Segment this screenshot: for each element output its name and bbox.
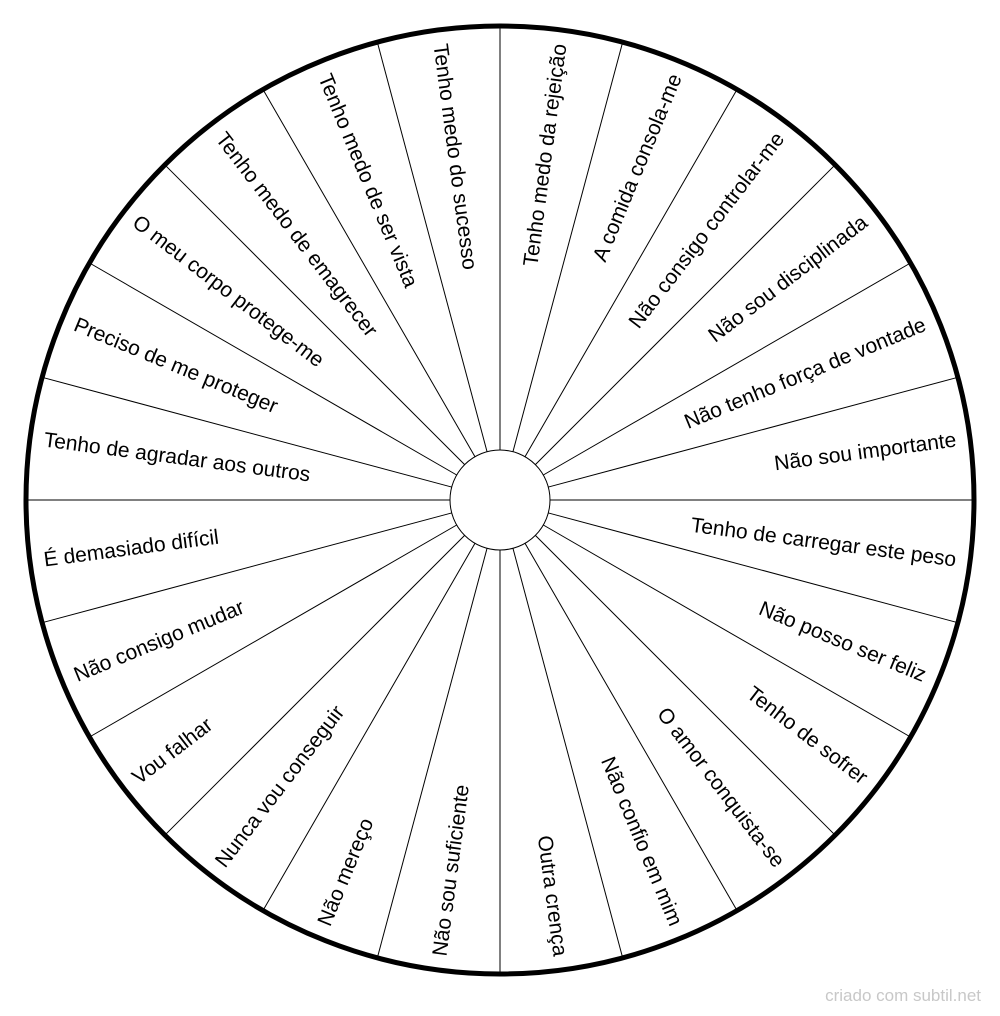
segment-divider — [543, 524, 911, 738]
segment-divider — [512, 548, 624, 958]
segment-divider — [524, 543, 738, 911]
segment-divider — [376, 548, 488, 958]
segment-divider — [262, 543, 476, 911]
segment-divider — [42, 512, 452, 624]
credit-text: criado com subtil.net — [825, 986, 981, 1005]
segment-divider — [89, 262, 457, 476]
segment-divider — [164, 164, 465, 465]
segment-divider — [262, 89, 476, 457]
segment-divider — [535, 535, 836, 836]
segment-divider — [524, 89, 738, 457]
segment-divider — [512, 42, 624, 452]
segment-divider — [42, 376, 452, 488]
segment-divider — [164, 535, 465, 836]
segment-divider — [376, 42, 488, 452]
segment-divider — [89, 524, 457, 738]
segment-divider — [535, 164, 836, 465]
segment-divider — [548, 376, 958, 488]
center-hub — [449, 449, 551, 551]
segment-divider — [548, 512, 958, 624]
segment-divider — [543, 262, 911, 476]
